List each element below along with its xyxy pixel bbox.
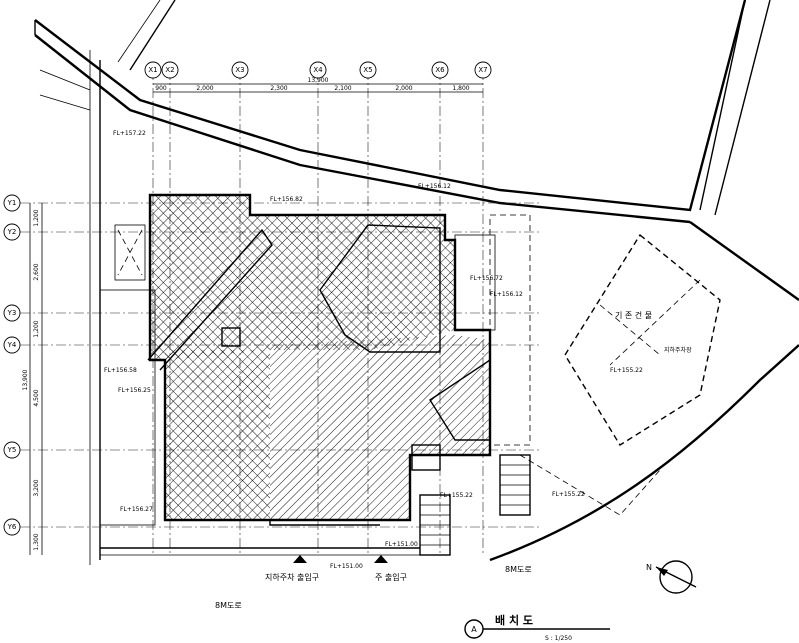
svg-text:2,000: 2,000	[196, 85, 213, 92]
svg-text:2,100: 2,100	[334, 85, 351, 92]
svg-text:FL+151.00: FL+151.00	[385, 541, 418, 548]
axis-x4: X4	[309, 61, 327, 79]
building-main	[147, 193, 492, 526]
svg-text:X1: X1	[148, 66, 157, 74]
svg-text:기 존 건 물: 기 존 건 물	[615, 310, 652, 320]
adjacent-building-outline: 기 존 건 물 지하주차장	[519, 233, 721, 516]
svg-text:FL+156.12: FL+156.12	[490, 291, 523, 298]
svg-text:Y2: Y2	[7, 228, 17, 236]
svg-text:FL+155.22: FL+155.22	[552, 491, 585, 498]
svg-text:X6: X6	[435, 66, 445, 74]
svg-text:S : 1/250: S : 1/250	[545, 635, 572, 642]
svg-text:13,900: 13,900	[308, 77, 329, 84]
svg-text:Y6: Y6	[7, 523, 17, 531]
stairs	[419, 454, 531, 556]
svg-text:FL+156.25: FL+156.25	[118, 387, 151, 394]
svg-text:900: 900	[155, 85, 167, 92]
svg-text:FL+156.27: FL+156.27	[120, 506, 153, 513]
axis-y3: Y3	[3, 304, 21, 322]
svg-text:FL+156.82: FL+156.82	[270, 196, 303, 203]
svg-text:FL+157.22: FL+157.22	[113, 130, 146, 137]
svg-text:Y3: Y3	[7, 309, 17, 317]
entrance-markers: 지하주차 출입구 주 출입구 8M도로 8M도로	[215, 555, 532, 610]
axis-y1: Y1	[3, 194, 21, 212]
svg-text:X5: X5	[363, 66, 372, 74]
svg-text:X4: X4	[313, 66, 323, 74]
svg-text:1,200: 1,200	[33, 320, 40, 337]
axis-y4: Y4	[3, 336, 21, 354]
svg-text:Y4: Y4	[7, 341, 17, 349]
paving-strip-left	[99, 224, 156, 526]
axis-x6: X6	[431, 61, 449, 79]
svg-text:8M도로: 8M도로	[215, 601, 242, 610]
svg-text:N: N	[646, 563, 652, 572]
svg-text:배 치 도: 배 치 도	[495, 613, 533, 627]
north-arrow-icon: N	[646, 560, 697, 594]
svg-text:1,800: 1,800	[452, 85, 469, 92]
svg-text:지하주차 출입구: 지하주차 출입구	[265, 572, 319, 582]
axis-y2: Y2	[3, 223, 21, 241]
axis-x3: X3	[231, 61, 249, 79]
svg-text:8M도로: 8M도로	[505, 565, 532, 574]
svg-text:FL+151.00: FL+151.00	[330, 563, 363, 570]
svg-text:FL+155.22: FL+155.22	[610, 367, 643, 374]
dimension-left: 1,200 2,600 1,200 4,500 3,200 1,300 13,9…	[22, 203, 43, 555]
svg-text:FL+155.22: FL+155.22	[440, 492, 473, 499]
svg-text:3,200: 3,200	[33, 479, 40, 496]
svg-text:13,900: 13,900	[22, 369, 29, 390]
svg-text:2,600: 2,600	[33, 263, 40, 280]
svg-text:2,300: 2,300	[270, 85, 287, 92]
svg-text:Y5: Y5	[7, 446, 17, 454]
level-annotations: FL+157.22 FL+156.12 FL+156.82 FL+156.72 …	[104, 130, 643, 570]
axis-x7: X7	[474, 61, 492, 79]
axis-y5: Y5	[3, 441, 21, 459]
svg-text:FL+156.72: FL+156.72	[470, 275, 503, 282]
svg-text:A: A	[471, 625, 477, 634]
svg-text:2,000: 2,000	[395, 85, 412, 92]
svg-text:지하주차장: 지하주차장	[664, 346, 692, 354]
svg-text:주 출입구: 주 출입구	[375, 572, 407, 582]
svg-text:X7: X7	[478, 66, 487, 74]
axis-y6: Y6	[3, 518, 21, 536]
drawing-title-block: A 배 치 도 S : 1/250	[464, 613, 610, 642]
column-axis-markers: X1 X2 X3 X4 X5 X6 X7	[144, 61, 492, 79]
paving-strip-right	[454, 214, 531, 446]
svg-text:X2: X2	[165, 66, 174, 74]
axis-x1: X1	[144, 61, 162, 79]
svg-text:X3: X3	[235, 66, 244, 74]
svg-text:1,300: 1,300	[33, 533, 40, 550]
axis-x5: X5	[359, 61, 377, 79]
bottom-site-edge	[100, 547, 420, 556]
svg-text:4,500: 4,500	[33, 389, 40, 406]
row-axis-markers: Y1 Y2 Y3 Y4 Y5 Y6	[3, 194, 21, 536]
axis-x2: X2	[161, 61, 179, 79]
dimension-top: 900 2,000 2,300 2,100 2,000 1,800 13,900	[153, 77, 483, 93]
svg-text:FL+156.12: FL+156.12	[418, 183, 451, 190]
svg-text:FL+156.58: FL+156.58	[104, 367, 137, 374]
svg-text:Y1: Y1	[7, 199, 17, 207]
site-boundary	[34, 0, 799, 565]
svg-text:1,200: 1,200	[33, 209, 40, 226]
